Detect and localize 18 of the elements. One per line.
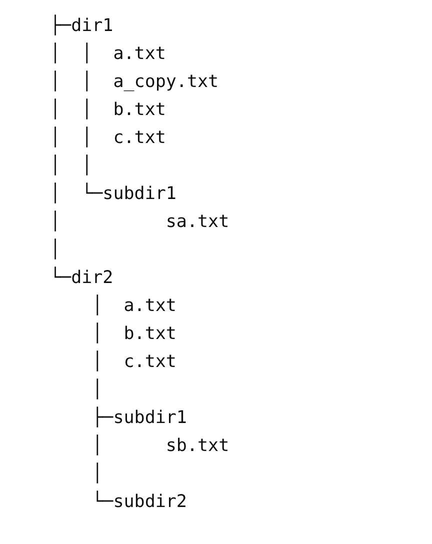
- tree-text-line: │ │ c.txt: [50, 126, 166, 150]
- tree-text-line: └─dir2: [50, 266, 114, 290]
- tree-text-line: │ │: [50, 154, 92, 178]
- tree-text-line: │ b.txt: [91, 322, 176, 346]
- tree-text-line: │ sa.txt: [50, 210, 230, 234]
- tree-text-line: └─subdir2: [91, 490, 187, 514]
- tree-text-line: │: [50, 238, 61, 262]
- tree-text-line: │ │ a_copy.txt: [50, 70, 219, 94]
- tree-text-line: │ c.txt: [91, 350, 176, 374]
- tree-text-line: │ sb.txt: [91, 434, 230, 458]
- tree-text-line: │ │ a.txt: [50, 42, 166, 66]
- tree-text-line: │: [91, 378, 103, 402]
- tree-text-line: │: [91, 462, 103, 486]
- tree-text-line: │ │ b.txt: [50, 98, 166, 122]
- tree-text-line: │ └─subdir1: [50, 182, 176, 206]
- tree-text-line: ├─subdir1: [91, 406, 187, 430]
- tree-text-line: │ a.txt: [91, 294, 176, 318]
- tree-text-line: ├─dir1: [50, 14, 114, 38]
